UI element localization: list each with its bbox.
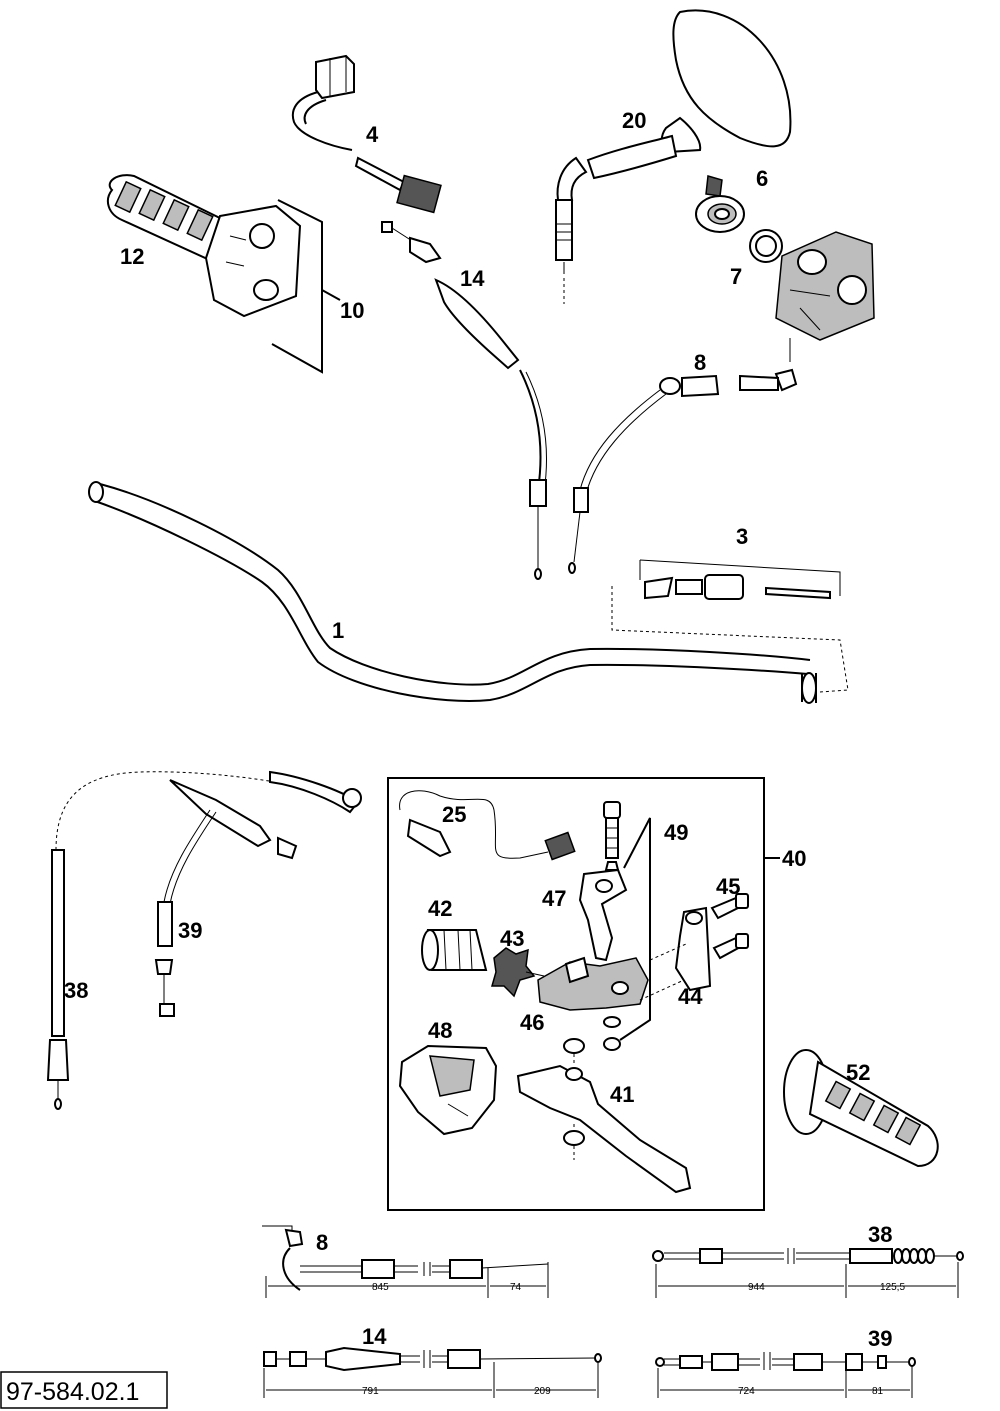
kill-switch — [291, 54, 442, 214]
cable-part-38 — [46, 771, 361, 1110]
dim-cable-8-end: 74 — [510, 1282, 522, 1293]
cable-spec-38 — [652, 1248, 964, 1298]
label-part-46: 46 — [520, 1010, 544, 1035]
label-part-49: 49 — [664, 820, 688, 845]
clutch-lever-part-41 — [516, 1064, 692, 1194]
throttle-cable — [381, 221, 548, 580]
dim-cable-38-end: 125,5 — [880, 1282, 905, 1293]
label-part-14: 14 — [460, 266, 485, 291]
ring-part-7 — [749, 229, 783, 263]
label-part-8: 8 — [694, 350, 706, 375]
label-part-6: 6 — [756, 166, 768, 191]
washers — [563, 1016, 621, 1160]
label-part-20: 20 — [622, 108, 646, 133]
switch-part-25 — [399, 790, 576, 861]
cable-part-39 — [154, 770, 362, 1017]
cable-spec-39 — [655, 1352, 916, 1398]
dim-cable-14-main: 791 — [362, 1386, 379, 1397]
label-cable-38: 38 — [868, 1222, 892, 1247]
label-part-12: 12 — [120, 244, 144, 269]
lever-part-47 — [578, 868, 628, 962]
adjuster-knob-part-42 — [421, 929, 488, 971]
dim-cable-8-main: 845 — [372, 1282, 389, 1293]
throttle-grip — [106, 174, 302, 318]
bolt-part-49 — [603, 801, 621, 871]
label-part-43: 43 — [500, 926, 524, 951]
reference-number: 97-584.02.1 — [6, 1378, 139, 1406]
label-cable-39: 39 — [868, 1326, 892, 1351]
label-cable-8: 8 — [316, 1230, 328, 1255]
dim-cable-39-end: 81 — [872, 1386, 884, 1397]
clutch-cable-upper — [568, 338, 798, 574]
dim-cable-38-main: 944 — [748, 1282, 765, 1293]
bracket-part-10 — [271, 199, 323, 374]
clamp — [674, 906, 712, 992]
star-nut-part-43 — [491, 947, 545, 998]
label-part-25: 25 — [442, 802, 466, 827]
label-part-42: 42 — [428, 896, 452, 921]
label-part-39: 39 — [178, 918, 202, 943]
label-part-44: 44 — [678, 984, 703, 1009]
lever-bracket-part-46 — [537, 956, 649, 1011]
dim-cable-14-end: 209 — [534, 1386, 551, 1397]
label-part-52: 52 — [846, 1060, 870, 1085]
cable-spec-14 — [263, 1346, 602, 1398]
label-part-7: 7 — [730, 264, 742, 289]
label-part-38: 38 — [64, 978, 88, 1003]
label-part-1: 1 — [332, 618, 344, 643]
label-part-3: 3 — [736, 524, 748, 549]
bar-end-weight — [611, 559, 849, 693]
label-part-48: 48 — [428, 1018, 452, 1043]
label-part-45: 45 — [716, 874, 740, 899]
cable-spec-8 — [262, 1225, 549, 1298]
screws-part-45 — [710, 893, 749, 960]
mirror — [555, 9, 792, 304]
reference-box — [0, 1371, 168, 1409]
label-part-40: 40 — [782, 846, 806, 871]
label-part-41: 41 — [610, 1082, 634, 1107]
adjuster-part-6 — [695, 175, 745, 233]
dim-cable-39-main: 724 — [738, 1386, 755, 1397]
label-part-47: 47 — [542, 886, 566, 911]
label-part-10: 10 — [340, 298, 364, 323]
lever-guard-part-48 — [398, 1044, 498, 1136]
clutch-lever-assembly-box — [387, 777, 765, 1211]
handlebar — [88, 481, 817, 704]
throttle-housing-right — [775, 231, 875, 341]
left-grip-part-52 — [783, 1049, 939, 1168]
label-part-4: 4 — [366, 122, 379, 147]
label-cable-14: 14 — [362, 1324, 387, 1349]
